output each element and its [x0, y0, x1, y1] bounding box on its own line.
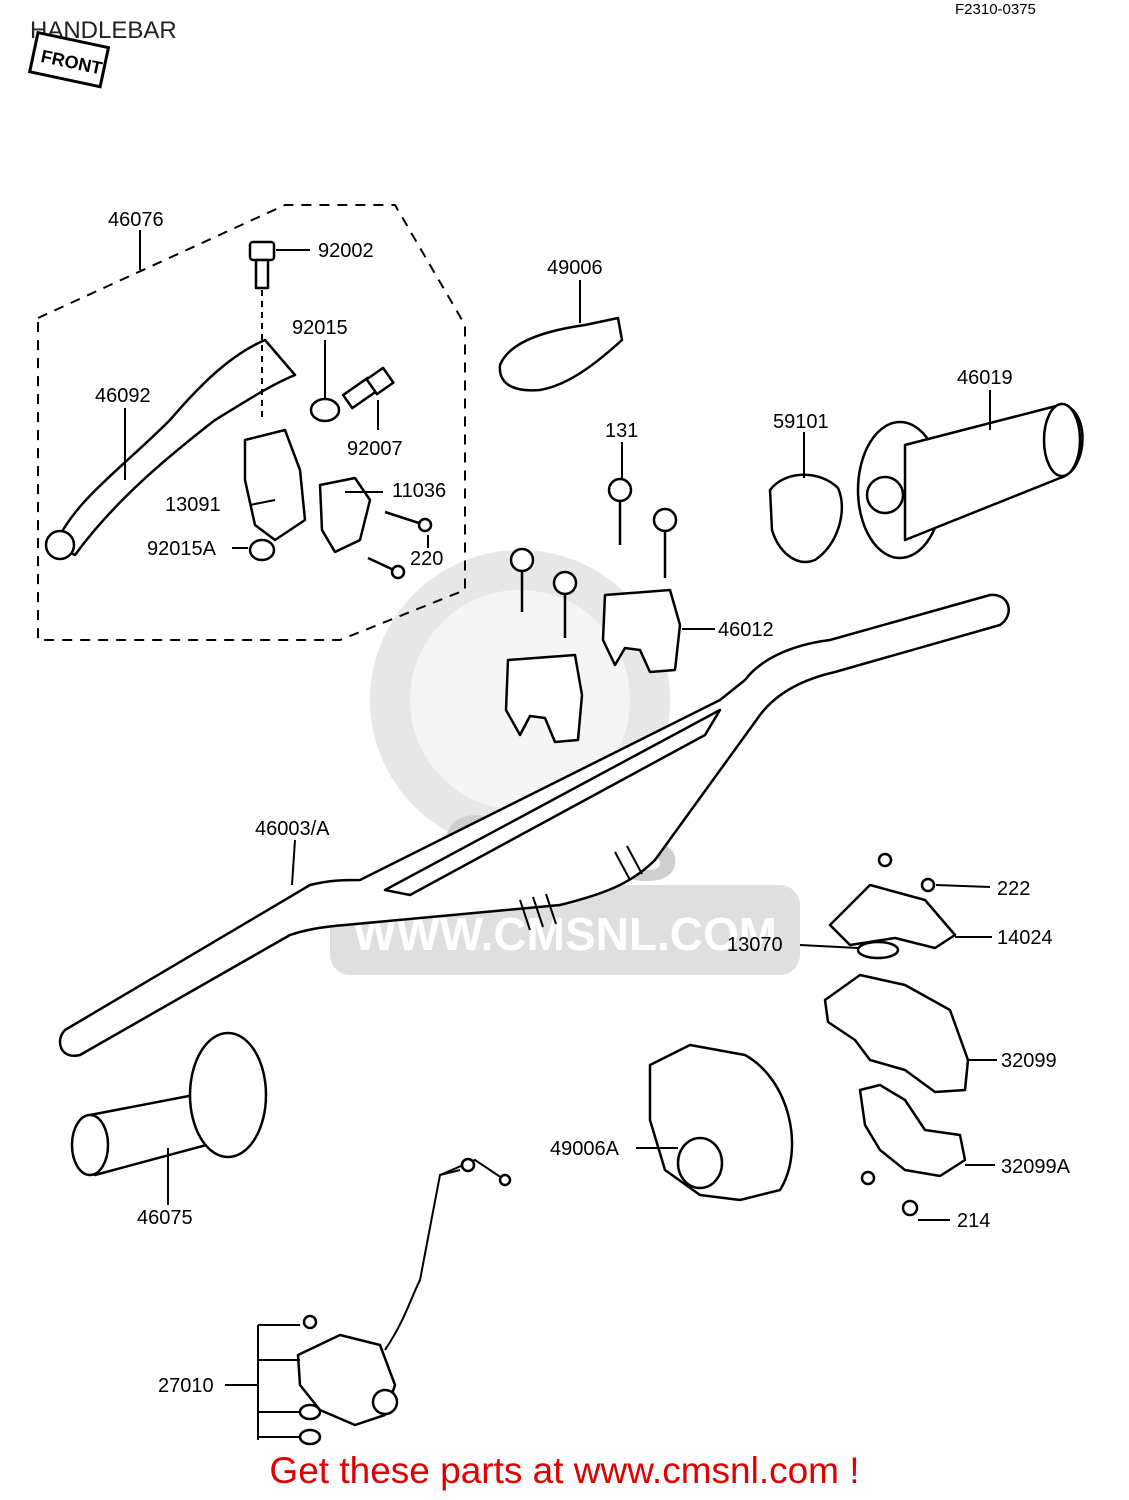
ring-13070: [856, 940, 900, 960]
clamp-11036: [318, 476, 372, 554]
bolts-131: [509, 477, 678, 638]
label-46092: 46092: [95, 385, 151, 407]
label-13070: 13070: [727, 934, 783, 956]
throttle-housing-59101: [768, 473, 844, 563]
clutch-lever: [53, 338, 297, 557]
throttle-cover-14024: [828, 883, 957, 950]
lever-ball-end: [44, 529, 76, 561]
parts-link-banner[interactable]: Get these parts at www.cmsnl.com !: [269, 1450, 860, 1491]
handlebar-crossbar: [383, 708, 722, 897]
label-92015: 92015: [292, 317, 348, 339]
engine-stop-switch-27010: [257, 1157, 512, 1446]
label-46075: 46075: [137, 1207, 193, 1229]
screw-214-a: [860, 1170, 876, 1186]
washer-92015: [309, 397, 341, 423]
label-131: 131: [605, 420, 638, 442]
label-11036: 11036: [392, 480, 446, 502]
label-49006: 49006: [547, 257, 603, 279]
label-92015A: 92015A: [147, 538, 217, 560]
label-220: 220: [410, 548, 443, 570]
label-222: 222: [997, 878, 1030, 900]
leader-lines: [124, 230, 997, 1386]
handlebar-holder-upper: [601, 588, 682, 674]
label-27010: 27010: [158, 1375, 214, 1397]
label-59101: 59101: [773, 411, 829, 433]
lever-assembly-boundary: [37, 204, 466, 641]
lever-cover-49006: [498, 316, 624, 392]
diagram-code: F2310-0375: [955, 1, 1036, 18]
label-92007: 92007: [347, 438, 403, 460]
screw-222-b: [920, 877, 936, 893]
label-14024: 14024: [997, 927, 1053, 949]
grip-46019: [856, 402, 1084, 560]
nut-92015A: [248, 538, 276, 562]
label-32099A: 32099A: [1001, 1156, 1071, 1178]
bolt-92002: [248, 240, 276, 290]
label-46019: 46019: [957, 367, 1013, 389]
label-13091: 13091: [165, 494, 221, 516]
grip-46075: [70, 1031, 268, 1177]
label-46003A: 46003/A: [255, 818, 330, 840]
throttle-clamp-32099A: [858, 1083, 967, 1178]
label-49006A: 49006A: [550, 1138, 620, 1160]
part-labels: 46076 92002 92015 46092 92007 13091 1103…: [95, 209, 1071, 1397]
screw-220-b-head: [390, 564, 406, 580]
label-46012: 46012: [718, 619, 774, 641]
lever-bracket-13091: [243, 428, 307, 542]
screw-214-b: [901, 1199, 919, 1217]
handlebar-pad-bands: [519, 845, 643, 931]
front-tag: FRONT: [27, 30, 111, 89]
holder-bore: [676, 1136, 724, 1190]
screw-220-a-head: [417, 517, 433, 533]
screw-222-a: [877, 852, 893, 868]
label-46076: 46076: [108, 209, 164, 231]
throttle-housing-32099: [823, 973, 970, 1094]
adjuster-92007: [341, 366, 395, 410]
label-92002: 92002: [318, 240, 374, 262]
label-32099: 32099: [1001, 1050, 1057, 1072]
handlebar-holder-lower: [504, 653, 584, 744]
label-214: 214: [957, 1210, 990, 1232]
lever-holder-49006A: [648, 1043, 794, 1202]
